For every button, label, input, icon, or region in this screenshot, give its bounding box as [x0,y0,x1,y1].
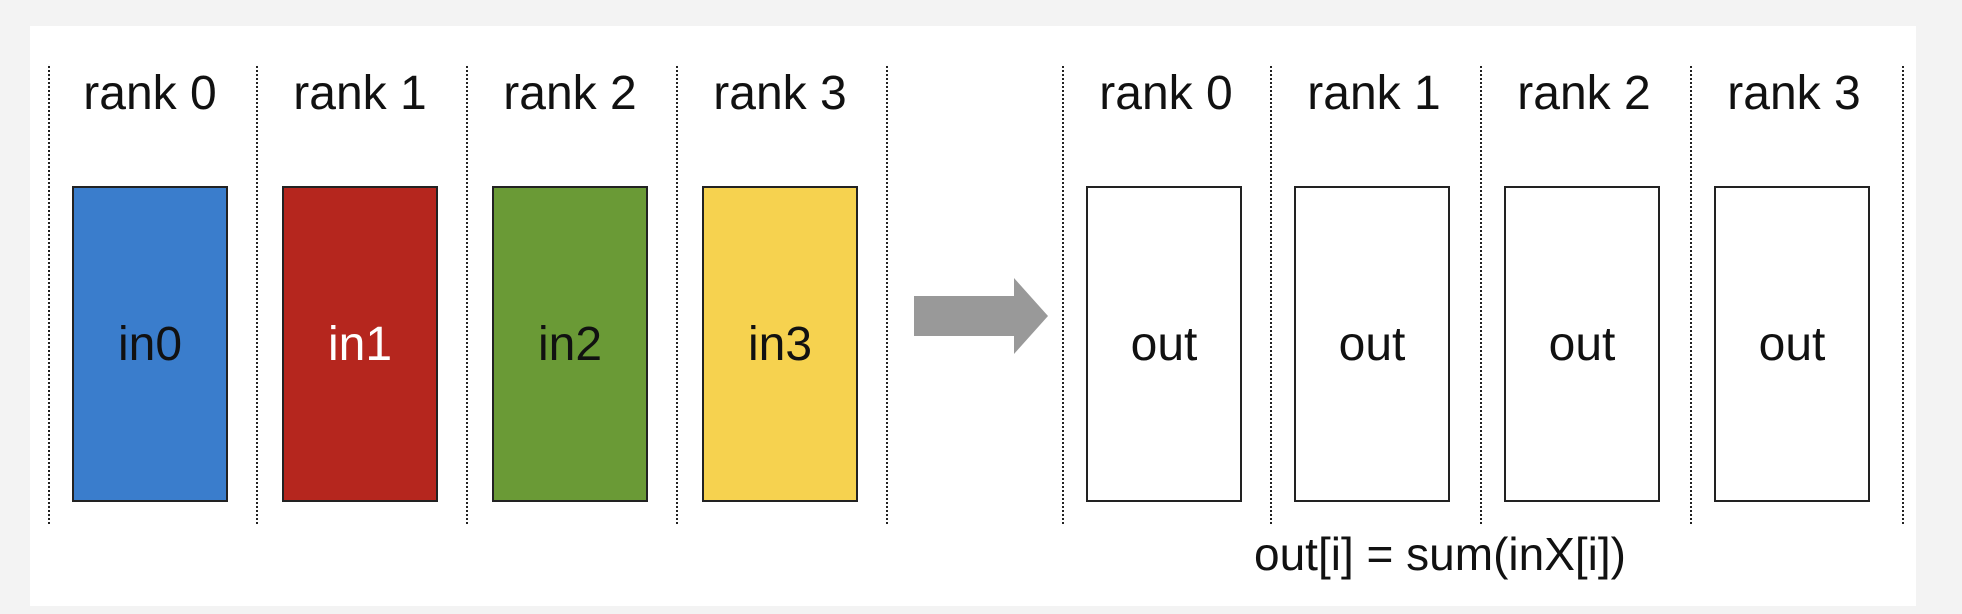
rank-label-input-1: rank 1 [293,67,427,120]
rank-label-output-2: rank 2 [1517,67,1651,120]
divider [1902,66,1904,524]
output-buffer-rank3: out [1714,186,1870,502]
input-buffer-in0: in0 [72,186,228,502]
divider [1480,66,1482,524]
rank-label-input-0: rank 0 [83,67,217,120]
divider [1270,66,1272,524]
divider [466,66,468,524]
input-buffer-in3: in3 [702,186,858,502]
rank-label-input-2: rank 2 [503,67,637,120]
output-buffer-rank1: out [1294,186,1450,502]
divider [1062,66,1064,524]
rank-label-input-3: rank 3 [713,67,847,120]
divider [256,66,258,524]
divider [1690,66,1692,524]
output-buffer-rank2: out [1504,186,1660,502]
output-buffer-rank0: out [1086,186,1242,502]
divider [886,66,888,524]
rank-label-output-0: rank 0 [1099,67,1233,120]
rank-label-output-3: rank 3 [1727,67,1861,120]
rank-label-output-1: rank 1 [1307,67,1441,120]
diagram-canvas: rank 0 rank 1 rank 2 rank 3 rank 0 rank … [30,26,1916,606]
reduction-formula: out[i] = sum(inX[i]) [1254,528,1626,580]
divider [48,66,50,524]
divider [676,66,678,524]
input-buffer-in1: in1 [282,186,438,502]
input-buffer-in2: in2 [492,186,648,502]
right-arrow-icon [914,278,1048,354]
